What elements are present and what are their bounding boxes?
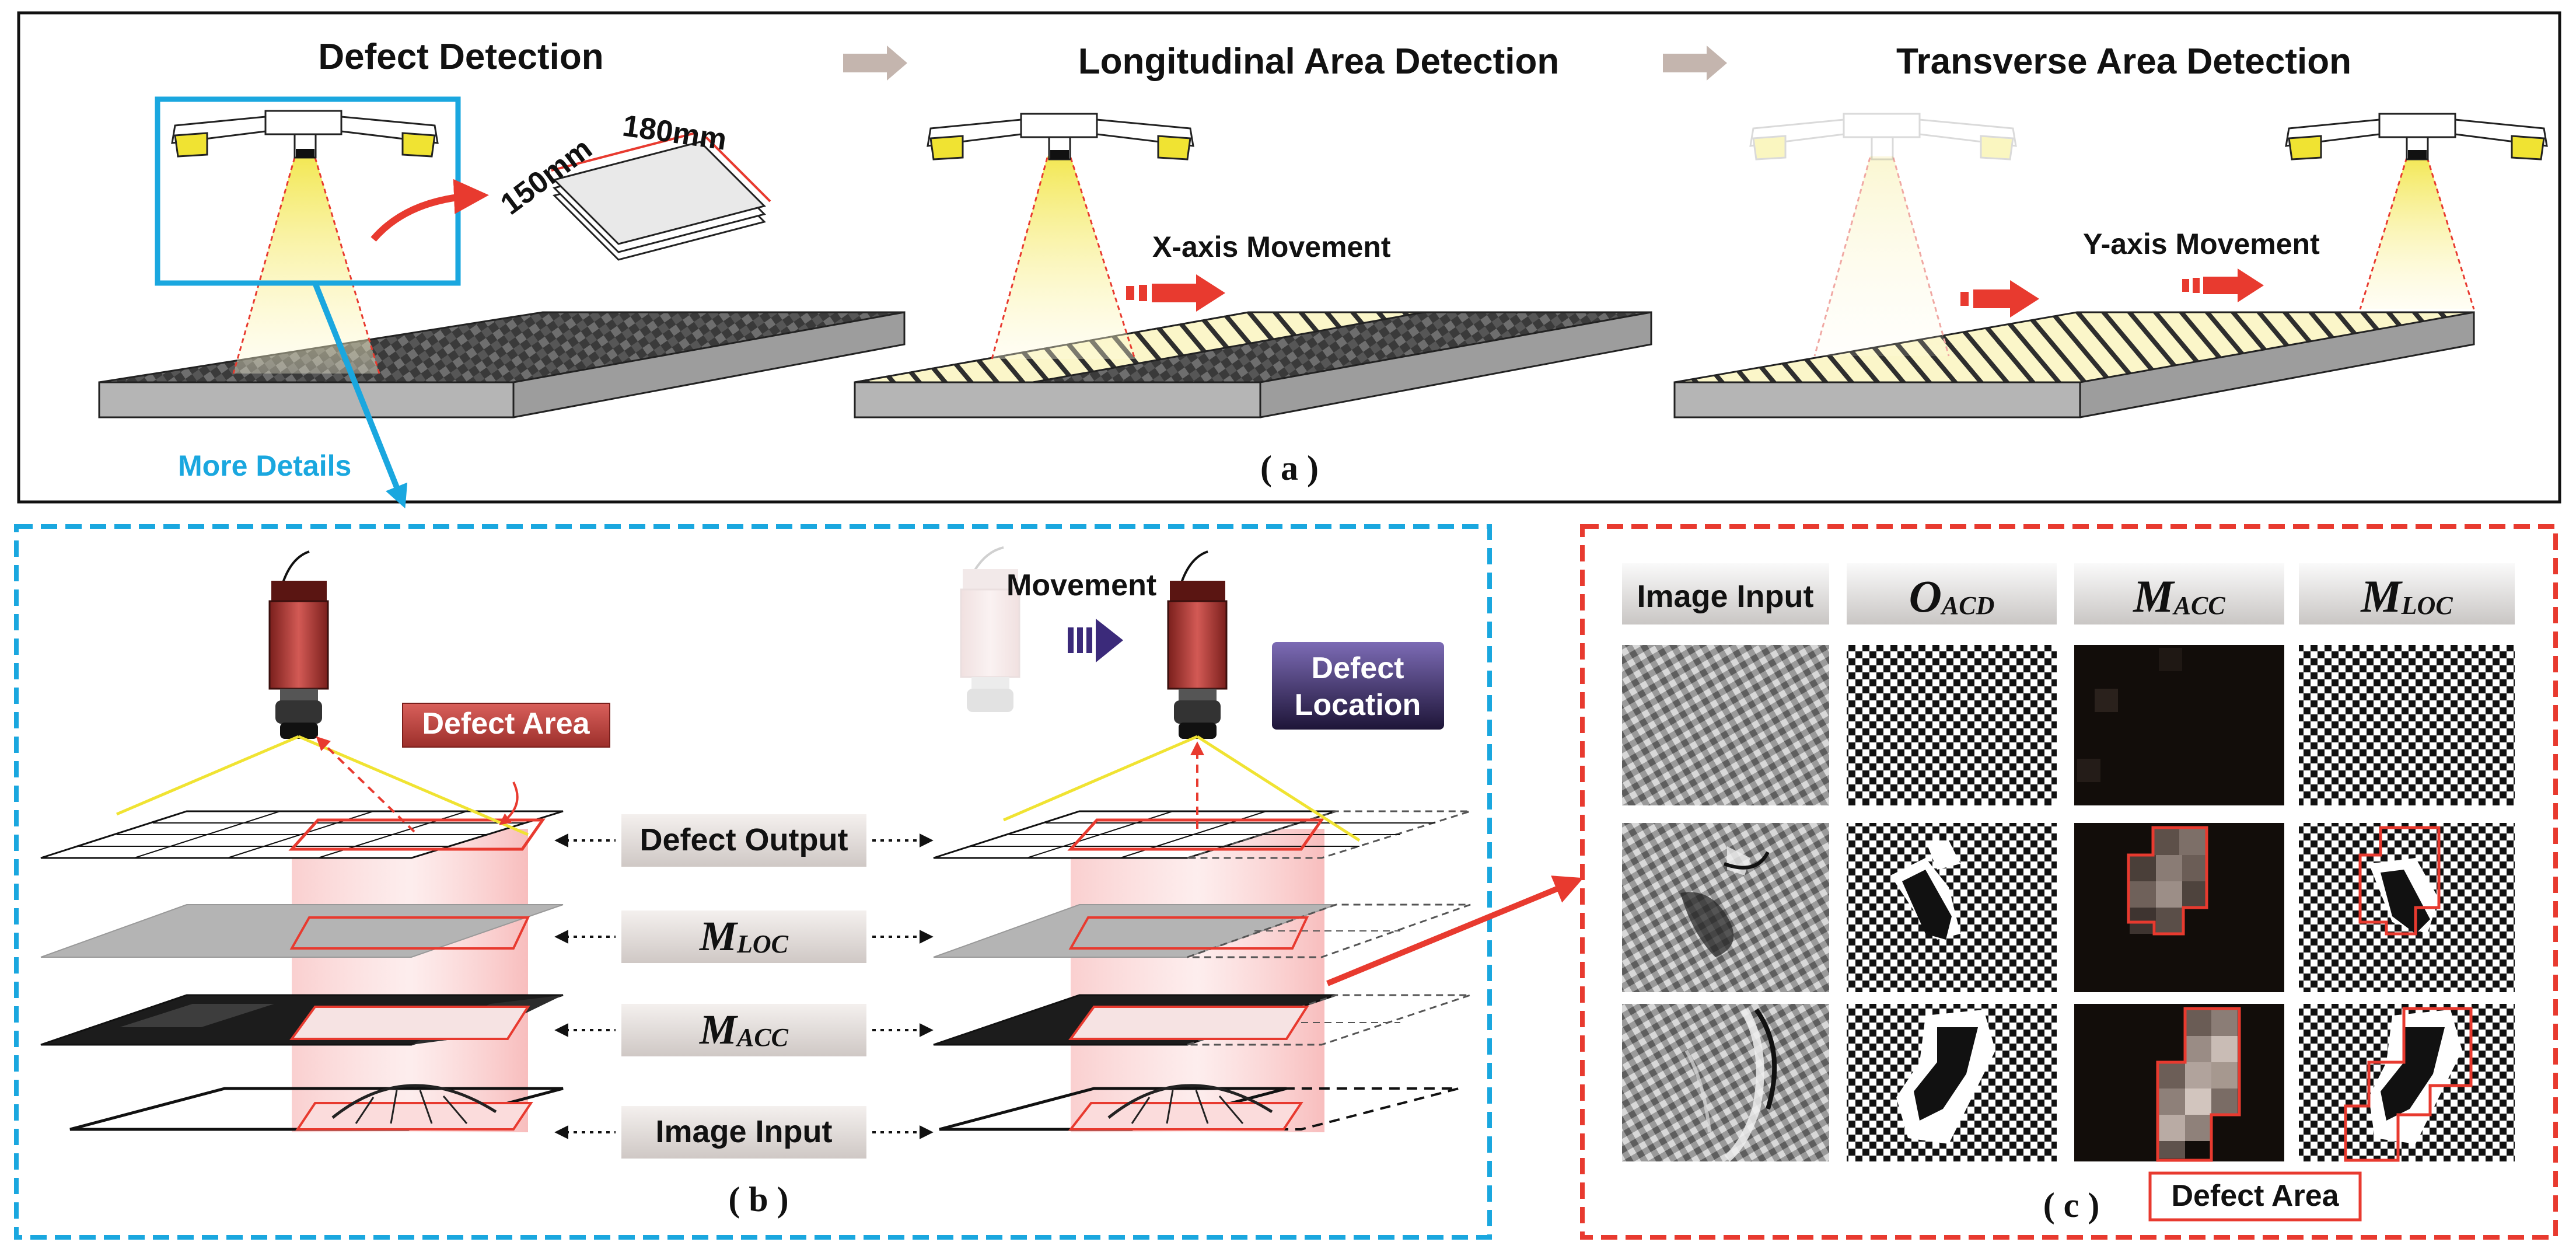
- camera-fov-right: [298, 735, 529, 836]
- camera-left: [268, 550, 329, 739]
- m-acc-sample-1: [2074, 645, 2284, 805]
- layer-stack-right: [933, 810, 1471, 1132]
- o-acd-sample-2: [1847, 823, 2057, 992]
- stage-arrow-1: [843, 46, 907, 81]
- image-input-sample-3: [1622, 1004, 1829, 1162]
- image-input-sample-1: [1622, 645, 1829, 805]
- column-header-o-acd: OACD: [1847, 563, 2057, 624]
- column-header-m-loc: MLOC: [2299, 563, 2515, 624]
- movement-label: Movement: [1006, 568, 1156, 602]
- layer-label-text: Defect Output: [640, 822, 848, 857]
- plate-stage1: [98, 311, 906, 418]
- m-loc-sample-1: [2299, 645, 2515, 805]
- stage2-title: Longitudinal Area Detection: [1078, 41, 1559, 82]
- defect-area-legend-label: Defect Area: [2171, 1179, 2339, 1213]
- y-axis-movement-arrow-1: [1960, 280, 2039, 318]
- detail-arrow-b-to-c: [1326, 875, 1584, 986]
- defect-location-line2: Location: [1295, 688, 1421, 722]
- lamp-stage2: [927, 113, 1194, 161]
- layer-label-m-acc: MACC: [621, 1004, 866, 1056]
- movement-arrow: [1068, 619, 1123, 662]
- lamp-stage1: [171, 110, 439, 159]
- camera-fov-right: [1196, 735, 1361, 842]
- more-details-label: More Details: [178, 449, 351, 482]
- camera-fov-left: [1003, 735, 1198, 822]
- dimension-length: 180mm: [620, 109, 729, 156]
- light-beam-stage2: [992, 156, 1135, 359]
- column-header-text: Image Input: [1637, 579, 1813, 614]
- defect-area-legend: Defect Area: [2148, 1171, 2362, 1222]
- panel-c-caption: ( c ): [2043, 1186, 2100, 1224]
- layer-label-image-input: Image Input: [621, 1106, 866, 1159]
- m-loc-sample-2: [2299, 823, 2515, 992]
- panel-b-frame: [14, 524, 1492, 1240]
- layer-label-text: Image Input: [655, 1114, 832, 1149]
- panel-a-caption: ( a ): [1260, 449, 1319, 487]
- camera-fov-left: [116, 735, 299, 816]
- light-beam-stage3-previous: [1815, 156, 1949, 356]
- column-header-text: MLOC: [2360, 571, 2453, 622]
- beam-edge: [1813, 157, 1871, 357]
- column-header-m-acc: MACC: [2074, 563, 2284, 624]
- panel-b-caption: ( b ): [728, 1180, 788, 1219]
- light-beam-stage3: [2360, 156, 2474, 309]
- m-loc-sample-3: [2299, 1004, 2515, 1162]
- beam-edge: [2426, 157, 2475, 310]
- defect-location-line1: Defect: [1312, 651, 1404, 685]
- beam-edge: [1892, 157, 1950, 357]
- defect-area-pointer: [499, 781, 519, 825]
- m-acc-sample-3: [2074, 1004, 2284, 1162]
- column-header-text: MACC: [2132, 571, 2225, 622]
- lamp-stage3: [2285, 113, 2548, 161]
- defect-location-tag: Defect Location: [1272, 642, 1444, 730]
- beam-edge: [1069, 157, 1136, 360]
- column-header-image-input: Image Input: [1622, 563, 1829, 624]
- layer-label-text: MACC: [699, 1006, 789, 1053]
- defect-area-tag-label: Defect Area: [422, 707, 590, 741]
- y-axis-movement-arrow-2: [2182, 268, 2264, 302]
- layer-label-defect-output: Defect Output: [621, 814, 866, 867]
- layer-stack-left: [40, 810, 564, 1132]
- sample-sheets: [551, 131, 771, 261]
- plate-stage2: [854, 311, 1652, 418]
- y-axis-movement-label: Y-axis Movement: [2083, 228, 2320, 260]
- plate-stage3: [1673, 311, 2475, 418]
- defect-area-tag: Defect Area: [402, 703, 610, 748]
- light-beam-stage1: [233, 156, 379, 374]
- layer-label-text: MLOC: [699, 913, 789, 960]
- camera-right: [1167, 550, 1228, 739]
- layer-connectors: [554, 833, 934, 1139]
- lamp-stage3-previous: [1749, 113, 2017, 161]
- stage-arrow-2: [1663, 46, 1727, 81]
- camera-right-previous: [960, 546, 1020, 712]
- panel-c-frame: [1580, 524, 2558, 1240]
- beam-edge: [991, 157, 1048, 360]
- column-header-text: OACD: [1909, 571, 1995, 622]
- zoom-arrow: [371, 179, 489, 242]
- m-acc-sample-2: [2074, 823, 2284, 992]
- image-input-sample-2: [1622, 823, 1829, 992]
- o-acd-sample-1: [1847, 645, 2057, 805]
- x-axis-movement-arrow: [1126, 274, 1225, 312]
- stage1-title: Defect Detection: [318, 37, 603, 77]
- panel-a-frame: [17, 11, 2561, 504]
- x-axis-movement-label: X-axis Movement: [1152, 231, 1391, 263]
- more-details-arrow: [312, 282, 408, 509]
- beam-edge: [2359, 157, 2408, 310]
- o-acd-sample-3: [1847, 1004, 2057, 1161]
- layer-label-m-loc: MLOC: [621, 910, 866, 963]
- stage3-title: Transverse Area Detection: [1896, 41, 2351, 82]
